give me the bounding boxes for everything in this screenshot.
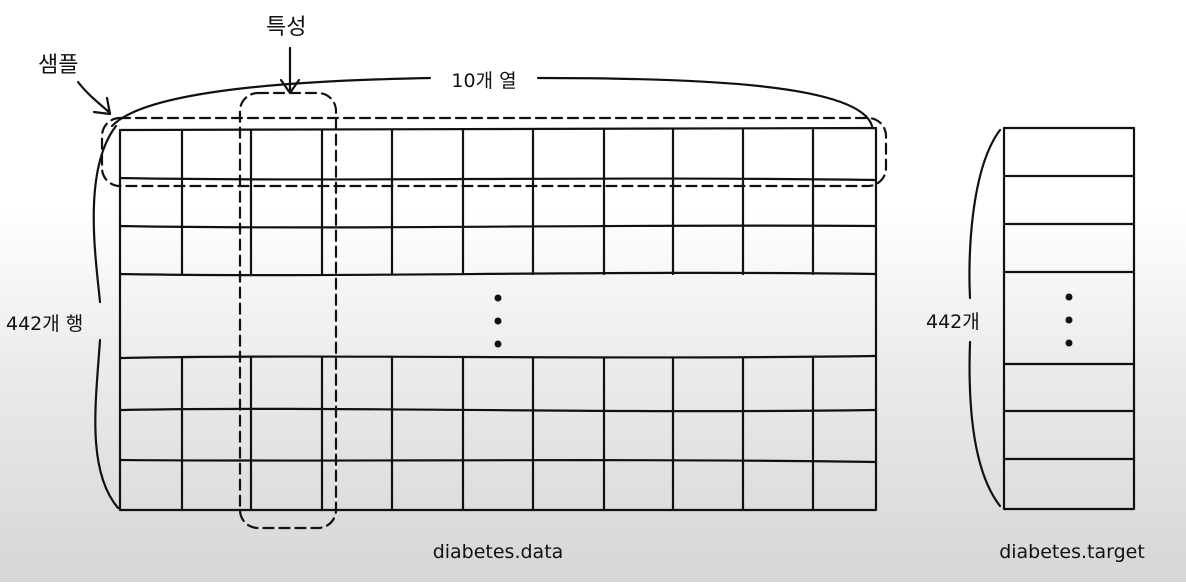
target-name-label: diabetes.target bbox=[999, 541, 1145, 563]
sample-label: 샘플 bbox=[38, 53, 78, 78]
target-frame bbox=[1002, 126, 1136, 511]
rows-brace bbox=[94, 338, 120, 510]
data-column-lines-bottom bbox=[180, 356, 815, 512]
data-name-label: diabetes.data bbox=[433, 541, 564, 563]
data-row-line bbox=[118, 354, 878, 360]
columns-brace bbox=[110, 76, 432, 128]
data-row-line bbox=[118, 224, 878, 229]
rows-label: 442개 행 bbox=[6, 313, 83, 335]
data-row-line bbox=[118, 458, 878, 464]
data-column-lines-top bbox=[180, 128, 815, 276]
sample-arrowhead bbox=[92, 96, 112, 116]
target-count-label: 442개 bbox=[926, 311, 980, 333]
data-ellipsis bbox=[494, 294, 502, 348]
sample-arrow bbox=[76, 80, 112, 115]
data-row-line bbox=[118, 407, 878, 413]
data-matrix-frame bbox=[118, 126, 878, 512]
target-brace bbox=[968, 340, 1002, 508]
sample-row-highlight bbox=[100, 116, 888, 188]
target-brace bbox=[968, 128, 1002, 300]
feature-arrowhead bbox=[279, 78, 301, 95]
target-ellipsis bbox=[1065, 293, 1073, 347]
columns-brace bbox=[536, 76, 874, 128]
feature-label: 특성 bbox=[266, 15, 306, 40]
data-row-line bbox=[118, 271, 878, 277]
columns-label: 10개 열 bbox=[451, 70, 516, 92]
data-row-line bbox=[118, 176, 878, 182]
rows-brace bbox=[92, 124, 118, 304]
feature-column-highlight bbox=[238, 91, 338, 530]
